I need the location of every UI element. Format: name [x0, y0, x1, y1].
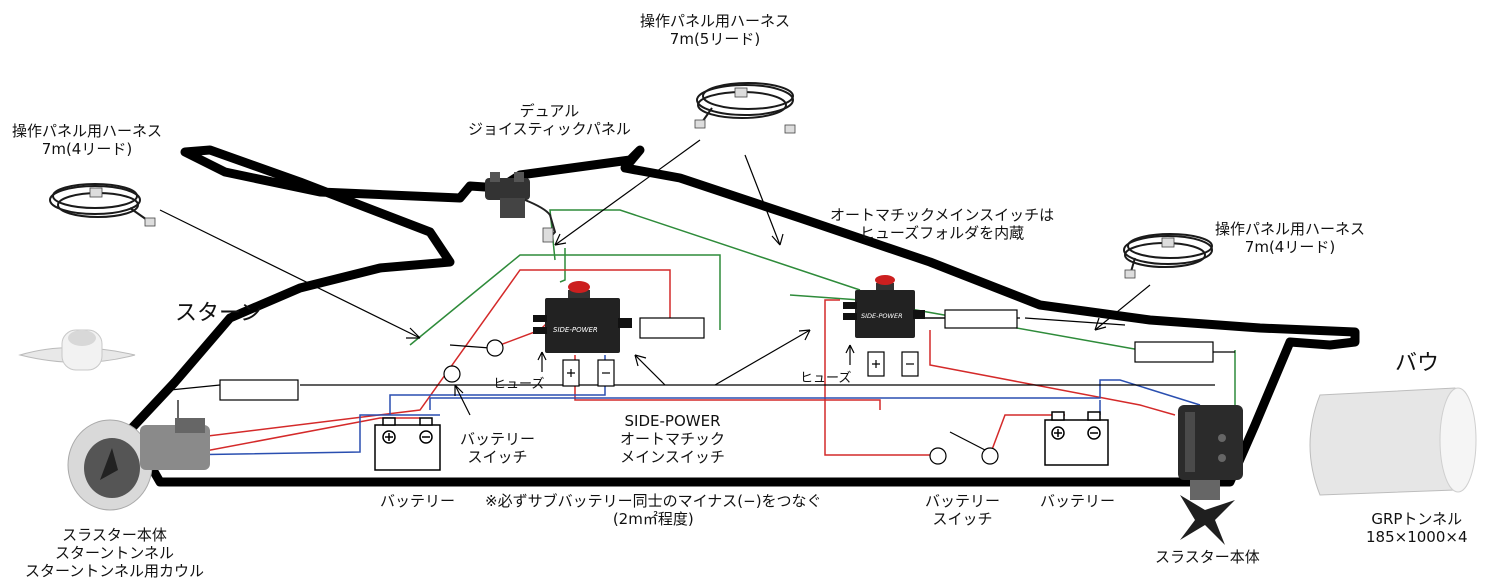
fuse-label-left: ヒューズ [493, 377, 545, 392]
negative-connection-note: ※必ずサブバッテリー同士のマイナス(−)をつなぐ(2m㎡程度) [485, 492, 822, 528]
joystick-label: デュアルジョイスティックパネル [468, 102, 631, 138]
harness-coil-icon [694, 82, 796, 134]
fuse-box-center [639, 317, 705, 339]
main-switch-icon: SIDE-POWER [533, 281, 632, 353]
fuse-box-right [944, 309, 1018, 329]
battery-switch-icon [443, 365, 461, 383]
stern-thruster-label: スラスター本体スターントンネルスターントンネル用カウル [25, 526, 204, 580]
positive-wires [174, 269, 1176, 456]
bow-thruster-label: スラスター本体 [1155, 548, 1260, 566]
battery-label-right: バッテリー [1040, 492, 1116, 510]
hull-outline [125, 145, 1360, 487]
thruster-icon [1178, 405, 1243, 545]
joystick-panel-icon [485, 172, 557, 243]
battery-switch-icon [486, 339, 504, 357]
svg-text:SIDE-POWER: SIDE-POWER [861, 312, 903, 320]
fuse-label-right: ヒューズ [800, 371, 852, 386]
harness-coil-icon [49, 183, 156, 227]
bow-label: バウ [1395, 351, 1440, 376]
main-switch-icon: SIDE-POWER [843, 275, 925, 338]
stern-label: スターン [175, 301, 262, 326]
svg-text:SIDE-POWER: SIDE-POWER [553, 326, 598, 334]
tunnel-icon [18, 329, 136, 371]
pointer-arrows [159, 139, 1151, 416]
battery-switch-label-left: バッテリースイッチ [460, 430, 536, 466]
fuse-box-stern [219, 379, 299, 401]
auto-switch-note: オートマチックメインスイッチはヒューズフォルダを内蔵 [830, 206, 1055, 242]
battery-switch-icon [981, 447, 999, 465]
battery-switch-label-right: バッテリースイッチ [925, 492, 1001, 528]
tunnel-icon [1309, 387, 1477, 496]
battery-icon [374, 411, 1109, 471]
battery-label-left: バッテリー [380, 492, 456, 510]
thruster-icon [67, 418, 210, 511]
harness-coil-icon [1123, 233, 1213, 279]
fuse-icon [562, 351, 919, 387]
battery-switch-icon [929, 447, 947, 465]
fuse-box-bow [1134, 341, 1214, 363]
